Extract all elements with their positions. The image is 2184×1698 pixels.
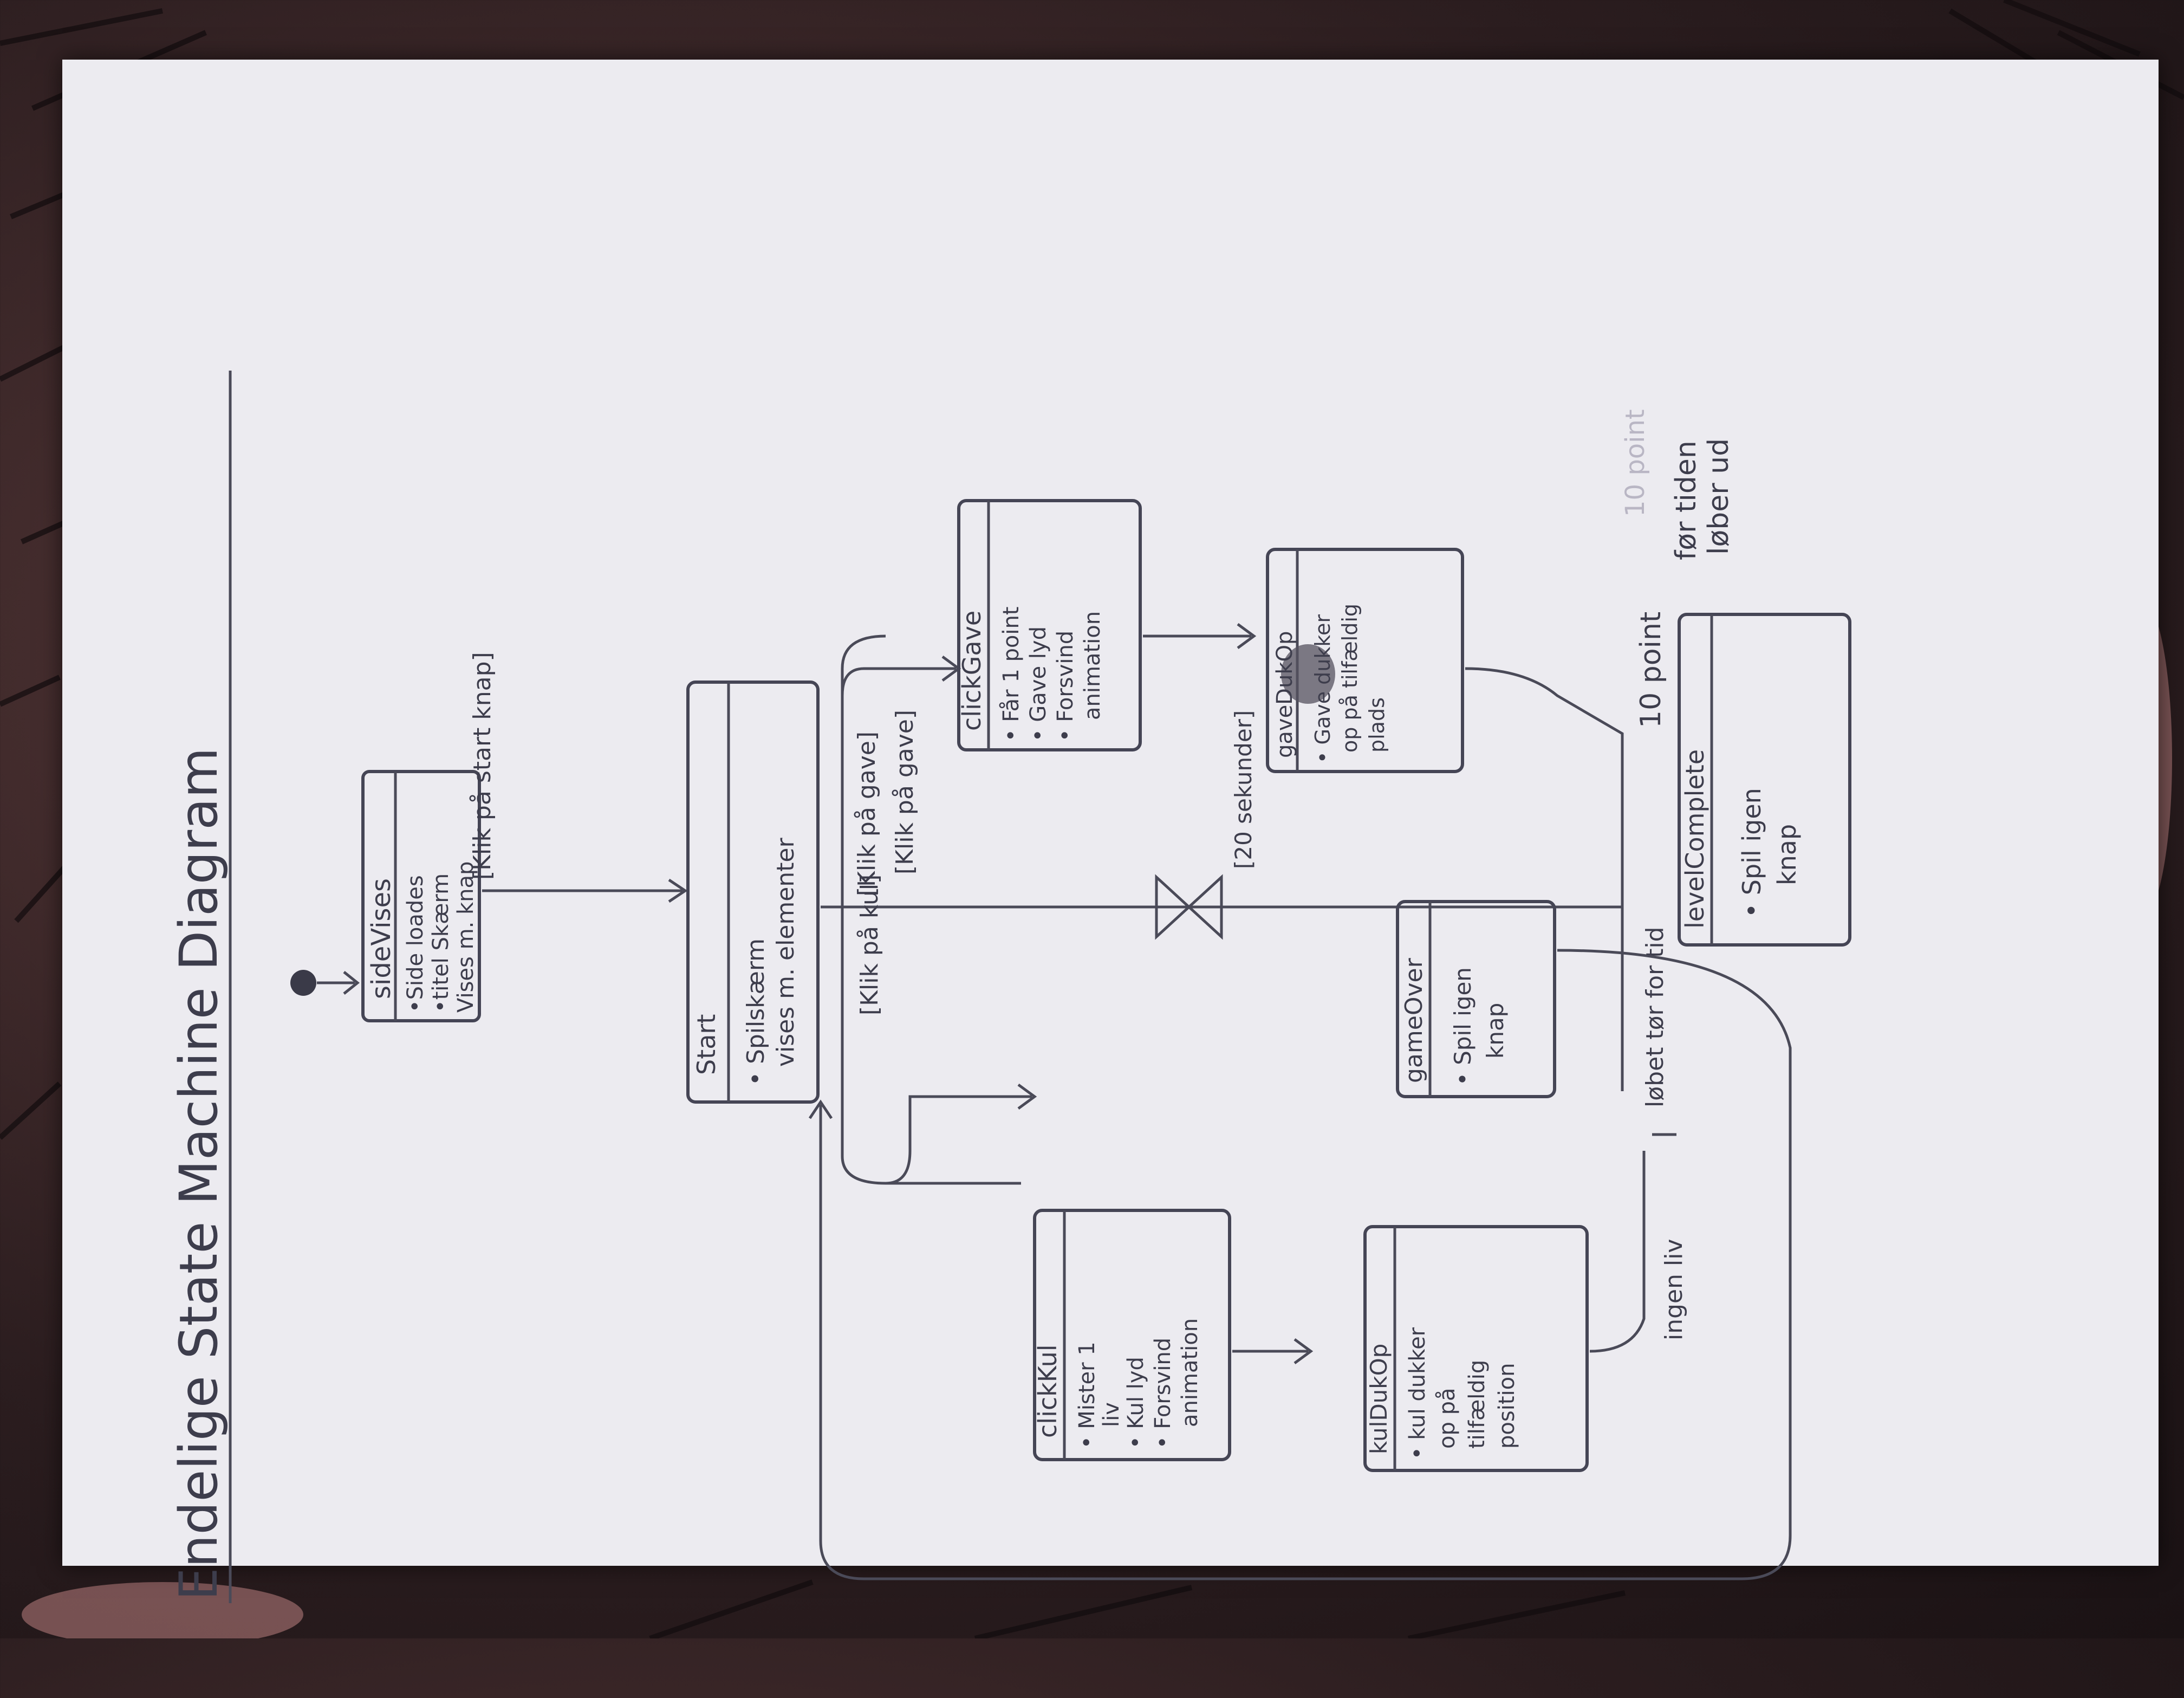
- loop-gameover-to-start: [819, 949, 1792, 1580]
- state-kuldukop-line-2: op på: [1435, 1388, 1460, 1449]
- state-sidevises-name: sideVises: [366, 878, 396, 999]
- state-clickgave-line-1: • Får 1 point: [999, 607, 1024, 742]
- arrow-sidevises-start: [482, 878, 688, 903]
- branch-kul-line: [821, 905, 1021, 1185]
- state-gavedukop-line-3: plads: [1365, 697, 1389, 753]
- state-clickkul-line-4: • Forsvind: [1150, 1338, 1175, 1449]
- paper-sheet: Endelige State Machine Diagram sideVises…: [62, 60, 2159, 1603]
- state-clickgave-name: clickGave: [957, 611, 986, 731]
- state-levelcomplete-line-1: • Spil igen: [1737, 788, 1766, 918]
- state-start-line-1: • Spilskærm: [742, 938, 770, 1086]
- state-kuldukop-name: kulDukOp: [1366, 1344, 1392, 1454]
- branch-gave-line: [821, 634, 886, 909]
- state-sidevises: sideVises •Side loades •titel Skærm Vise…: [361, 770, 481, 1022]
- state-clickkul-line-3: • Kul lyd: [1123, 1357, 1148, 1449]
- state-sidevises-line-3: Vises m. knap: [453, 861, 478, 1013]
- state-clickgave-line-2: • Gave lyd: [1026, 626, 1051, 742]
- loop-arrowhead: [808, 1099, 833, 1135]
- state-clickkul: clickKul • Mister 1 liv • Kul lyd • Fors…: [1033, 1209, 1231, 1461]
- line-kuldukop-gameover: [1589, 1151, 1646, 1353]
- hourglass-icon: [1155, 874, 1223, 940]
- label-klik-gave-1: [Klik på gave]: [853, 731, 881, 896]
- label-10-point-faint: 10 point: [1620, 409, 1650, 517]
- state-sidevises-line-1: •Side loades: [403, 875, 428, 1013]
- state-sidevises-line-2: •titel Skærm: [428, 873, 453, 1013]
- state-gameover-name: gameOver: [1400, 957, 1428, 1083]
- initial-state-dot: [290, 970, 316, 996]
- state-machine-diagram: Endelige State Machine Diagram sideVises…: [168, 371, 1851, 1603]
- state-start-line-2: vises m. elementer: [772, 837, 800, 1067]
- state-clickgave-line-4: animation: [1080, 611, 1105, 720]
- state-kuldukop-line-4: position: [1494, 1363, 1519, 1449]
- label-timer: [20 sekunder]: [1230, 710, 1257, 869]
- diagram-canvas: Endelige State Machine Diagram sideVises…: [62, 60, 2184, 1698]
- state-gavedukop-name: gaveDukOp: [1272, 631, 1297, 758]
- state-gameover-line-1: • Spil igen: [1450, 967, 1476, 1086]
- state-clickgave: clickGave • Får 1 point • Gave lyd • For…: [957, 499, 1142, 751]
- arrow-clickkul-kuldukop: [1232, 1338, 1314, 1365]
- state-gameover: gameOver • Spil igen knap: [1396, 900, 1556, 1098]
- label-ingen-liv: ingen liv: [1660, 1239, 1688, 1340]
- state-gavedukop-line-2: op på tilfældig: [1338, 604, 1362, 753]
- label-tid-lober-ud-2: løber ud: [1702, 438, 1735, 555]
- label-tid-lober-ud-1: før tiden: [1670, 440, 1702, 560]
- label-klik-kul: [Klik på kul]: [856, 874, 883, 1015]
- state-kuldukop-line-1: • kul dukker: [1405, 1327, 1430, 1460]
- line-gavedukop-levelcomplete: [1465, 667, 1624, 907]
- state-clickkul-line-5: animation: [1178, 1318, 1202, 1427]
- state-clickkul-line-2: liv: [1099, 1402, 1124, 1427]
- arrow-clickgave-gavedukop: [1143, 623, 1257, 650]
- state-clickkul-line-1: • Mister 1: [1075, 1341, 1100, 1449]
- label-10-point: 10 point: [1635, 612, 1667, 728]
- initial-arrow: [317, 971, 360, 995]
- state-gavedukop: gaveDukOp • Gave dukker op på tilfældig …: [1266, 548, 1464, 773]
- state-kuldukop: kulDukOp • kul dukker op på tilfældig po…: [1363, 1225, 1589, 1472]
- state-kuldukop-line-3: tilfældig: [1465, 1360, 1490, 1449]
- state-levelcomplete-name: levelComplete: [1680, 749, 1709, 929]
- state-gavedukop-line-1: • Gave dukker: [1311, 614, 1335, 763]
- state-gameover-line-2: knap: [1482, 1003, 1509, 1059]
- label-klik-gave-2: [Klik på gave]: [891, 710, 919, 874]
- state-levelcomplete-line-2: knap: [1772, 824, 1802, 885]
- state-start: Start • Spilskærm vises m. elementer: [686, 681, 820, 1104]
- state-clickgave-line-3: • Forsvind: [1053, 631, 1078, 742]
- state-levelcomplete: levelComplete • Spil igen knap: [1678, 613, 1851, 947]
- label-start-knap: [Klik på start knap]: [469, 652, 496, 880]
- diagram-title: Endelige State Machine Diagram: [168, 747, 229, 1600]
- state-clickkul-name: clickKul: [1033, 1344, 1062, 1438]
- state-start-name: Start: [692, 1014, 721, 1075]
- label-tid-ud: løbet tør for tid: [1641, 926, 1669, 1107]
- ink-stain: [1281, 644, 1335, 704]
- arrow-to-clickkul: [885, 1083, 1037, 1185]
